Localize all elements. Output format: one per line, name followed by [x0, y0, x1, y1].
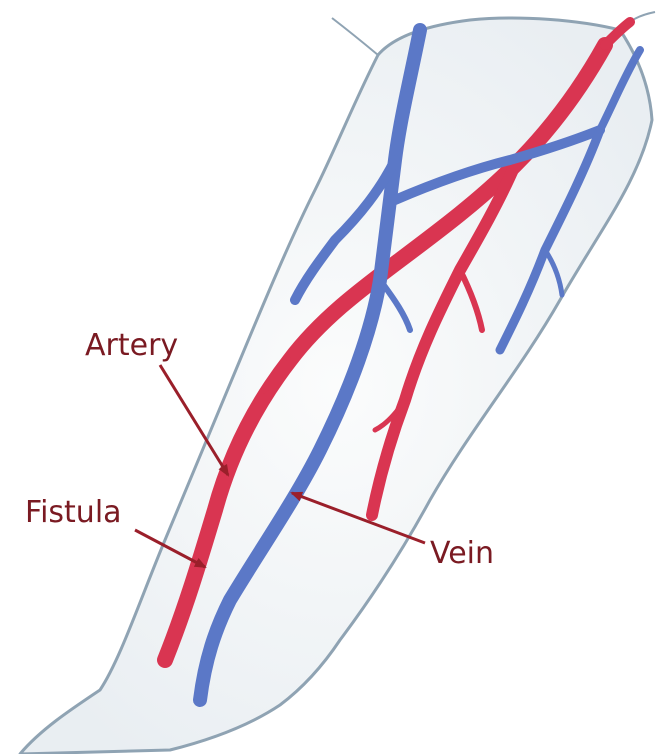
arm-contour-line: [332, 18, 378, 55]
vein-label: Vein: [430, 536, 494, 571]
artery-label: Artery: [85, 328, 178, 363]
fistula-label: Fistula: [25, 495, 122, 530]
